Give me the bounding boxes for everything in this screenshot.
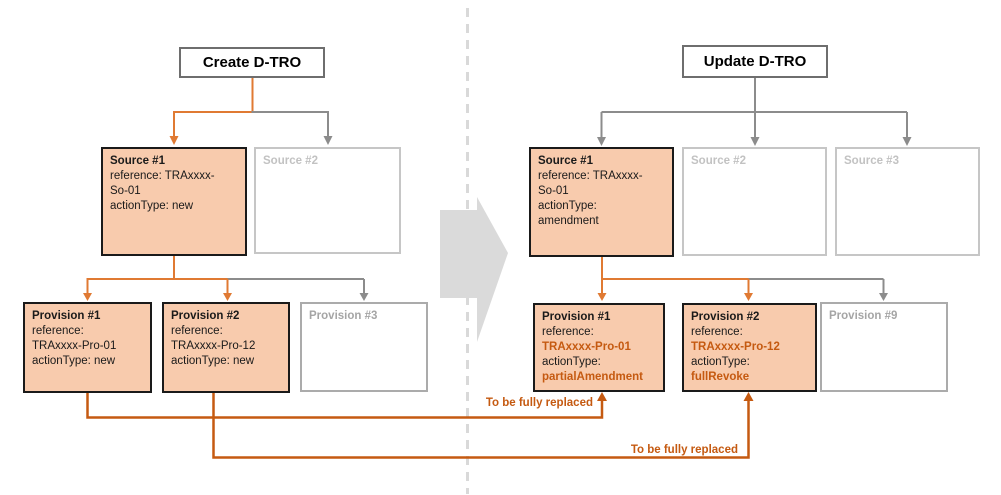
- arrowhead: [743, 392, 754, 401]
- box-line: actionType: new: [171, 355, 255, 367]
- box-line-highlighted: TRAxxxx-Pro-01: [542, 341, 631, 353]
- update-dtro-title: Update D-TRO: [682, 45, 828, 78]
- box-line: TRAxxxx-Pro-01: [32, 340, 117, 352]
- update-provision-1-box: Provision #1 reference: TRAxxxx-Pro-01 a…: [533, 303, 665, 392]
- arrowhead: [597, 293, 607, 301]
- box-line-highlighted: TRAxxxx-Pro-12: [691, 341, 780, 353]
- box-line: actionType: new: [32, 355, 116, 367]
- box-line: TRAxxxx-Pro-12: [171, 340, 256, 352]
- box-title: Provision #2: [691, 311, 760, 323]
- create-source-2-box: Source #2: [254, 147, 401, 254]
- create-provision-3-box: Provision #3: [300, 302, 428, 392]
- arrowhead: [597, 392, 607, 401]
- box-line-highlighted: fullRevoke: [691, 371, 750, 383]
- box-line: reference:: [32, 325, 84, 337]
- replace-label-1: To be fully replaced: [485, 397, 593, 409]
- update-provision-2-box: Provision #2 reference: TRAxxxx-Pro-12 a…: [682, 303, 817, 392]
- box-title: Provision #2: [171, 310, 240, 322]
- box-title: Source #1: [110, 155, 165, 167]
- box-line: actionType:: [691, 356, 750, 368]
- update-source-1-box: Source #1 reference: TRAxxxx- So-01 acti…: [529, 147, 674, 257]
- create-dtro-title: Create D-TRO: [179, 47, 325, 78]
- box-title: Source #3: [844, 155, 899, 167]
- update-source-3-box: Source #3: [835, 147, 980, 256]
- box-line: So-01: [538, 185, 569, 197]
- box-line: reference:: [171, 325, 223, 337]
- box-line: reference: TRAxxxx-: [538, 170, 643, 182]
- arrowhead: [359, 293, 369, 301]
- update-source-2-box: Source #2: [682, 147, 827, 256]
- box-line: actionType:: [542, 356, 601, 368]
- create-provision-2-box: Provision #2 reference: TRAxxxx-Pro-12 a…: [162, 302, 290, 393]
- box-title: Source #1: [538, 155, 593, 167]
- replace-label-2: To be fully replaced: [630, 444, 738, 456]
- create-source-1-box: Source #1 reference: TRAxxxx- So-01 acti…: [101, 147, 247, 256]
- box-title: Provision #1: [32, 310, 101, 322]
- box-title: Source #2: [691, 155, 746, 167]
- box-line: amendment: [538, 215, 599, 227]
- box-line-highlighted: partialAmendment: [542, 371, 643, 383]
- arrowhead: [902, 137, 912, 146]
- box-line: reference:: [691, 326, 743, 338]
- box-title: Source #2: [263, 155, 318, 167]
- arrowhead: [323, 136, 333, 145]
- box-title: Provision #3: [309, 310, 378, 322]
- create-provision-1-box: Provision #1 reference: TRAxxxx-Pro-01 a…: [23, 302, 152, 393]
- create-dtro-title-label: Create D-TRO: [202, 54, 302, 71]
- box-line: So-01: [110, 185, 141, 197]
- box-line: reference:: [542, 326, 594, 338]
- arrowhead: [597, 137, 606, 146]
- box-title: Provision #9: [829, 310, 898, 322]
- arrowhead: [169, 136, 179, 145]
- update-dtro-title-label: Update D-TRO: [703, 53, 807, 70]
- arrowhead: [744, 293, 753, 301]
- box-title: Provision #1: [542, 311, 611, 323]
- box-line: actionType:: [538, 200, 597, 212]
- box-line: actionType: new: [110, 200, 194, 212]
- arrowhead: [879, 293, 888, 301]
- arrowhead: [223, 293, 232, 301]
- arrowhead: [750, 137, 760, 146]
- box-line: reference: TRAxxxx-: [110, 170, 215, 182]
- update-provision-9-box: Provision #9: [820, 302, 948, 392]
- arrowhead: [83, 293, 92, 301]
- transition-arrow: [440, 197, 508, 342]
